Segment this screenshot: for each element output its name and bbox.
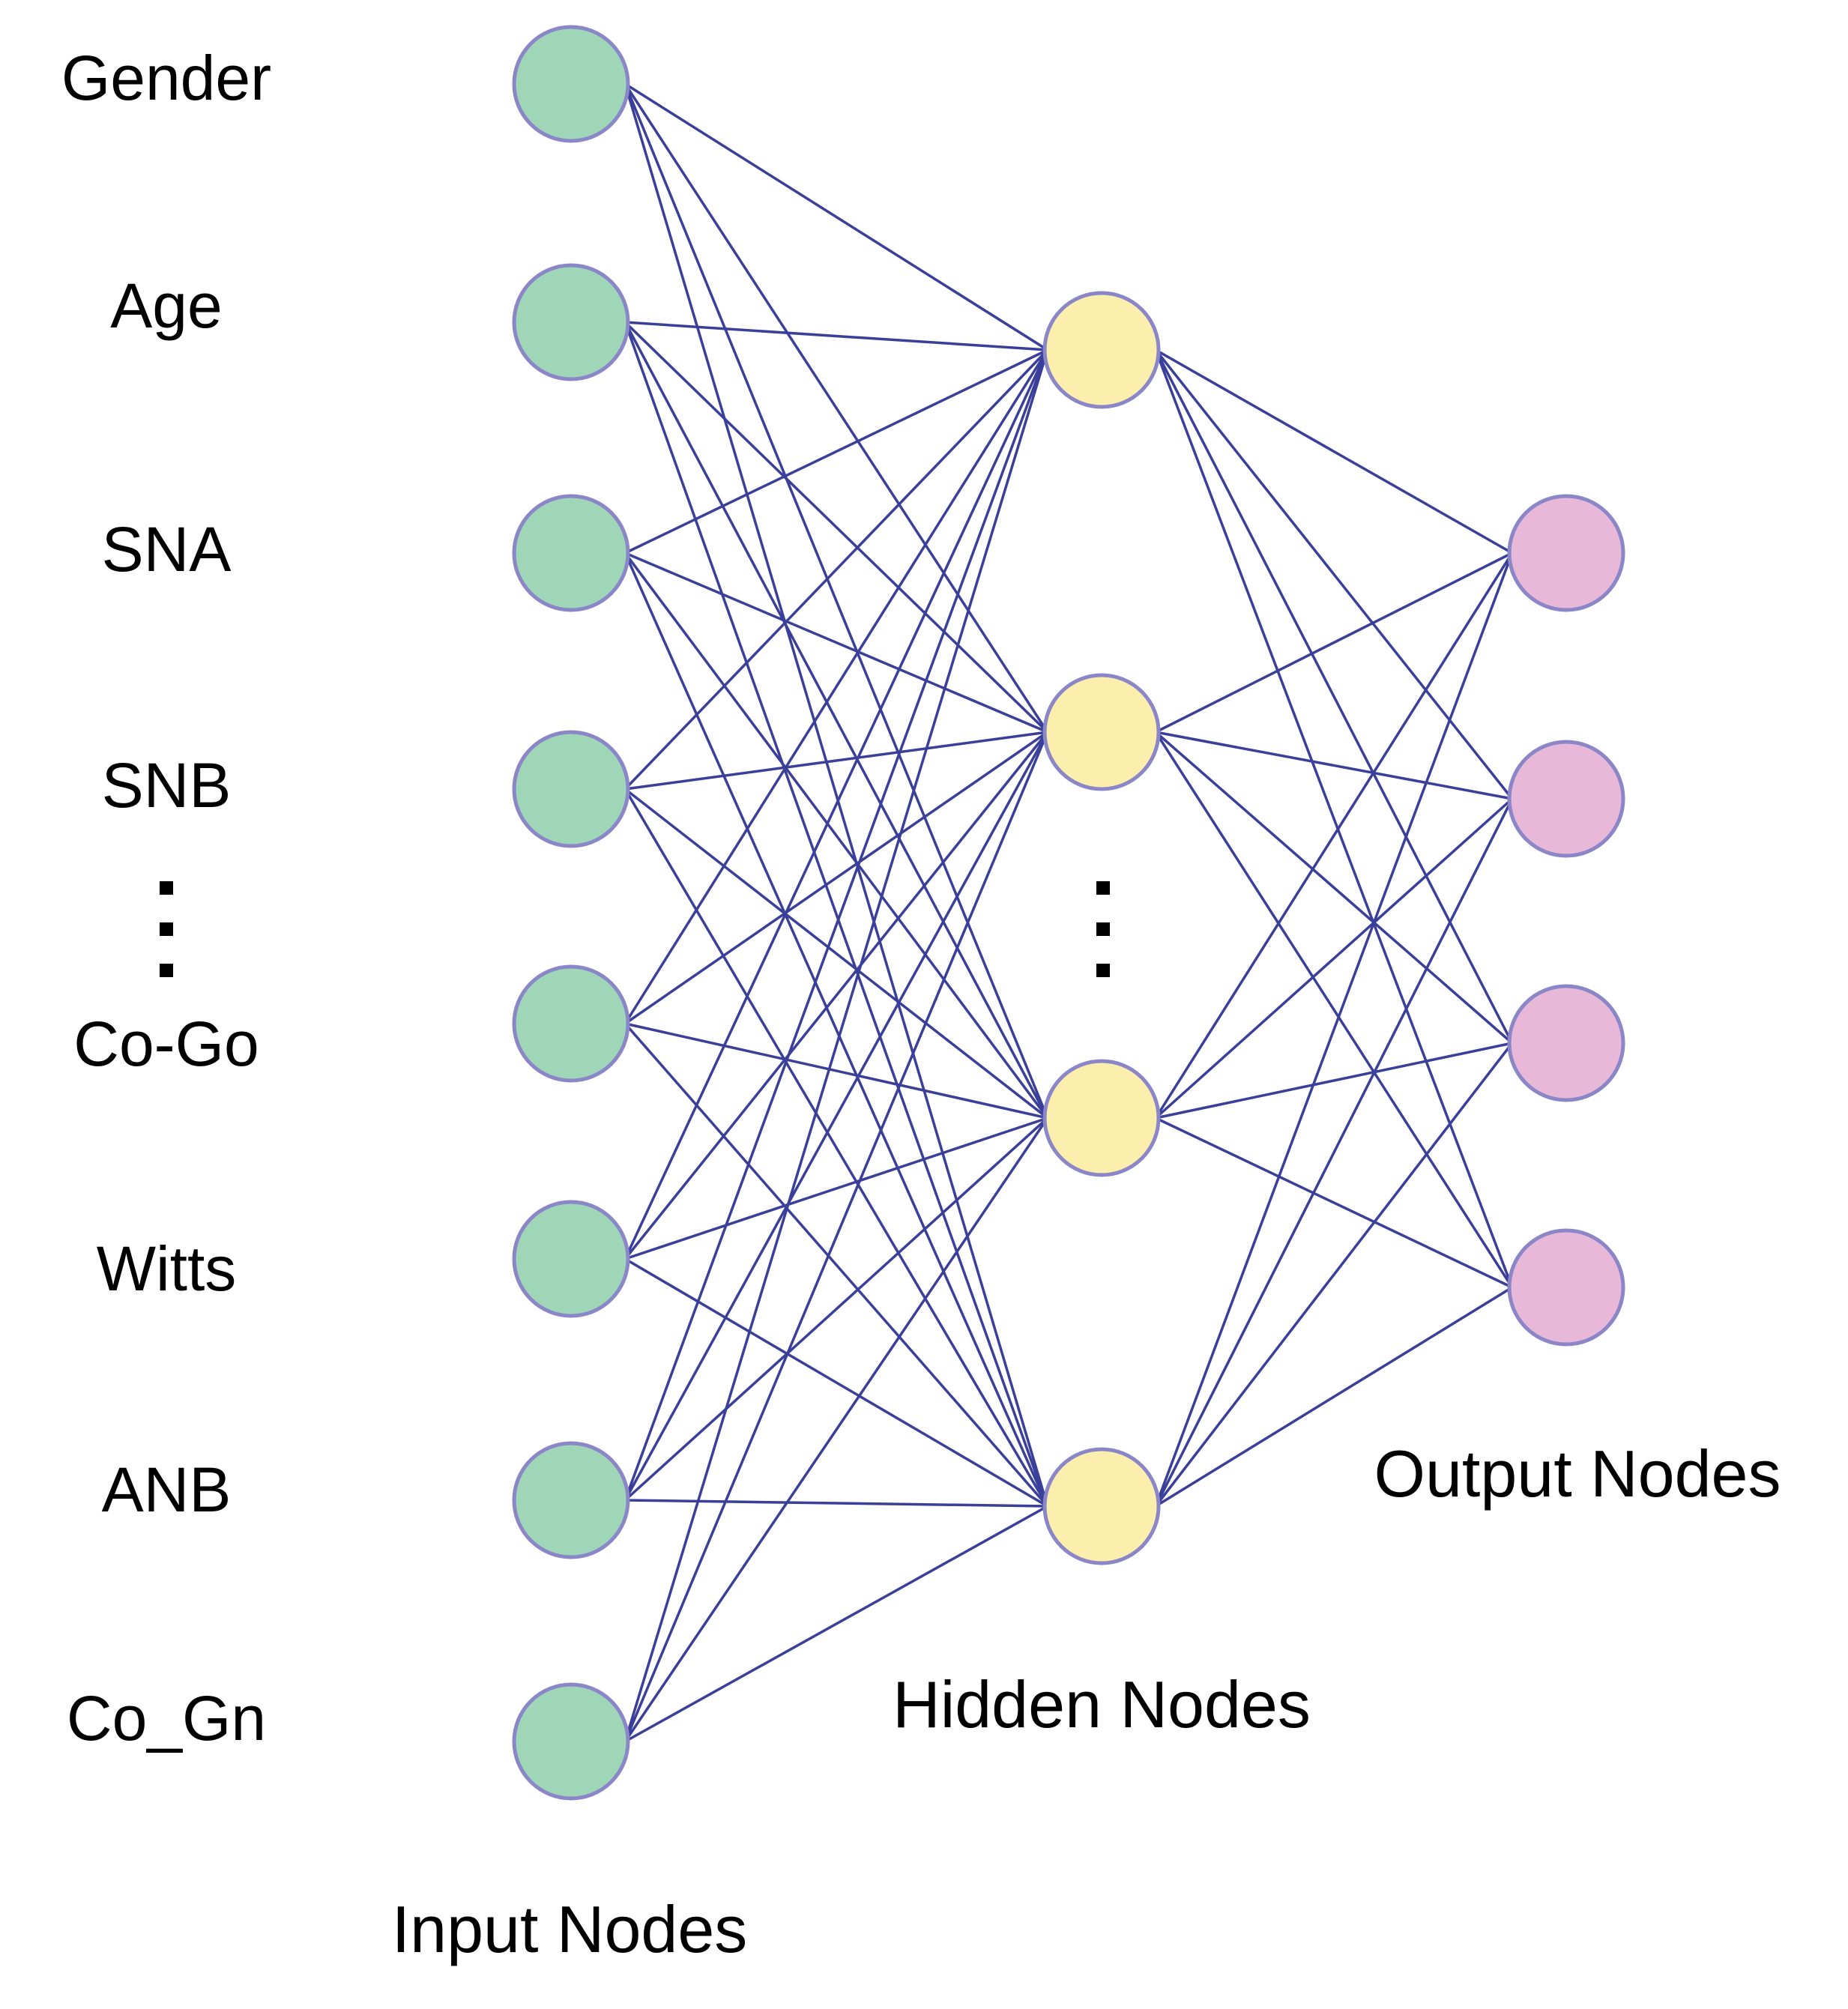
input-label-age: Age — [110, 271, 222, 341]
edge-input-1-hidden-2 — [623, 321, 1049, 1119]
edge-input-3-hidden-2 — [624, 788, 1048, 1120]
edge-input-1-hidden-0 — [625, 321, 1048, 351]
input-node-5 — [512, 1200, 630, 1318]
edge-input-6-hidden-2 — [624, 1117, 1048, 1502]
edge-hidden-1-output-3 — [1154, 731, 1514, 1288]
edge-input-4-hidden-0 — [623, 349, 1049, 1024]
output-layer-label: Output Nodes — [1374, 1436, 1781, 1511]
edge-input-0-hidden-0 — [624, 82, 1048, 351]
hidden-node-3 — [1042, 1447, 1161, 1565]
input-node-4 — [512, 964, 630, 1083]
edge-input-5-hidden-0 — [623, 349, 1049, 1260]
edge-input-5-hidden-2 — [624, 1117, 1048, 1260]
input-label-gender: Gender — [61, 43, 271, 113]
edge-input-5-hidden-3 — [624, 1257, 1048, 1508]
hidden-node-0 — [1042, 291, 1161, 409]
hidden-node-1 — [1042, 673, 1161, 791]
edge-hidden-1-output-2 — [1155, 731, 1513, 1045]
edge-input-7-hidden-0 — [623, 349, 1049, 1742]
input-label-sna: SNA — [102, 514, 232, 584]
edge-input-7-hidden-2 — [623, 1117, 1049, 1742]
edge-hidden-0-output-3 — [1154, 349, 1514, 1288]
edge-input-1-hidden-1 — [623, 321, 1049, 734]
hidden-ellipsis — [1096, 881, 1110, 977]
edge-input-7-hidden-1 — [623, 731, 1049, 1742]
input-label-co-go: Co-Go — [73, 1009, 259, 1079]
edge-input-5-hidden-1 — [623, 731, 1049, 1260]
edge-input-4-hidden-2 — [624, 1022, 1048, 1120]
edge-hidden-2-output-3 — [1155, 1117, 1513, 1289]
edge-input-7-hidden-3 — [624, 1505, 1048, 1743]
input-label-anb: ANB — [102, 1454, 232, 1525]
output-node-3 — [1507, 1228, 1625, 1347]
edge-input-0-hidden-1 — [623, 83, 1049, 733]
edge-hidden-3-output-3 — [1155, 1286, 1513, 1508]
edge-hidden-2-output-0 — [1154, 552, 1514, 1119]
edge-hidden-2-output-1 — [1155, 797, 1513, 1120]
edge-input-3-hidden-0 — [623, 348, 1049, 791]
edge-hidden-0-output-0 — [1155, 348, 1513, 555]
edge-hidden-2-output-2 — [1155, 1042, 1513, 1120]
input-node-3 — [512, 730, 630, 848]
edge-input-6-hidden-3 — [625, 1499, 1048, 1508]
input-node-7 — [512, 1682, 630, 1801]
connection-edges — [623, 82, 1514, 1743]
edge-input-6-hidden-1 — [623, 731, 1049, 1501]
input-node-6 — [512, 1441, 630, 1559]
output-node-0 — [1507, 494, 1625, 612]
edge-input-3-hidden-1 — [624, 731, 1048, 791]
edge-input-6-hidden-0 — [623, 349, 1049, 1501]
edge-hidden-0-output-2 — [1154, 349, 1514, 1044]
input-label-snb: SNB — [102, 750, 232, 821]
network-nodes — [512, 25, 1625, 1801]
output-node-1 — [1507, 740, 1625, 858]
edge-hidden-1-output-1 — [1155, 731, 1513, 800]
hidden-node-2 — [1042, 1059, 1161, 1177]
hidden-layer-label: Hidden Nodes — [893, 1667, 1311, 1741]
edge-hidden-3-output-0 — [1154, 552, 1514, 1507]
edge-hidden-3-output-1 — [1154, 798, 1514, 1507]
edge-input-4-hidden-3 — [623, 1022, 1049, 1508]
edge-input-2-hidden-2 — [623, 552, 1049, 1120]
input-label-witts: Witts — [97, 1233, 237, 1304]
edge-input-2-hidden-3 — [623, 552, 1049, 1507]
edge-input-4-hidden-1 — [624, 731, 1048, 1025]
edge-input-3-hidden-3 — [623, 788, 1049, 1507]
edge-hidden-3-output-2 — [1154, 1042, 1514, 1508]
input-layer-label: Input Nodes — [392, 1892, 748, 1966]
input-label-co-gn: Co_Gn — [67, 1683, 266, 1753]
edge-input-0-hidden-2 — [623, 83, 1049, 1119]
edge-hidden-1-output-0 — [1155, 552, 1513, 734]
edge-input-2-hidden-0 — [624, 348, 1048, 555]
input-node-0 — [512, 25, 630, 143]
edge-input-0-hidden-3 — [623, 83, 1049, 1507]
input-ellipsis — [160, 881, 173, 977]
input-node-2 — [512, 494, 630, 612]
output-node-2 — [1507, 984, 1625, 1102]
edge-input-2-hidden-1 — [624, 552, 1048, 734]
edge-hidden-0-output-1 — [1154, 348, 1514, 800]
input-node-1 — [512, 263, 630, 381]
